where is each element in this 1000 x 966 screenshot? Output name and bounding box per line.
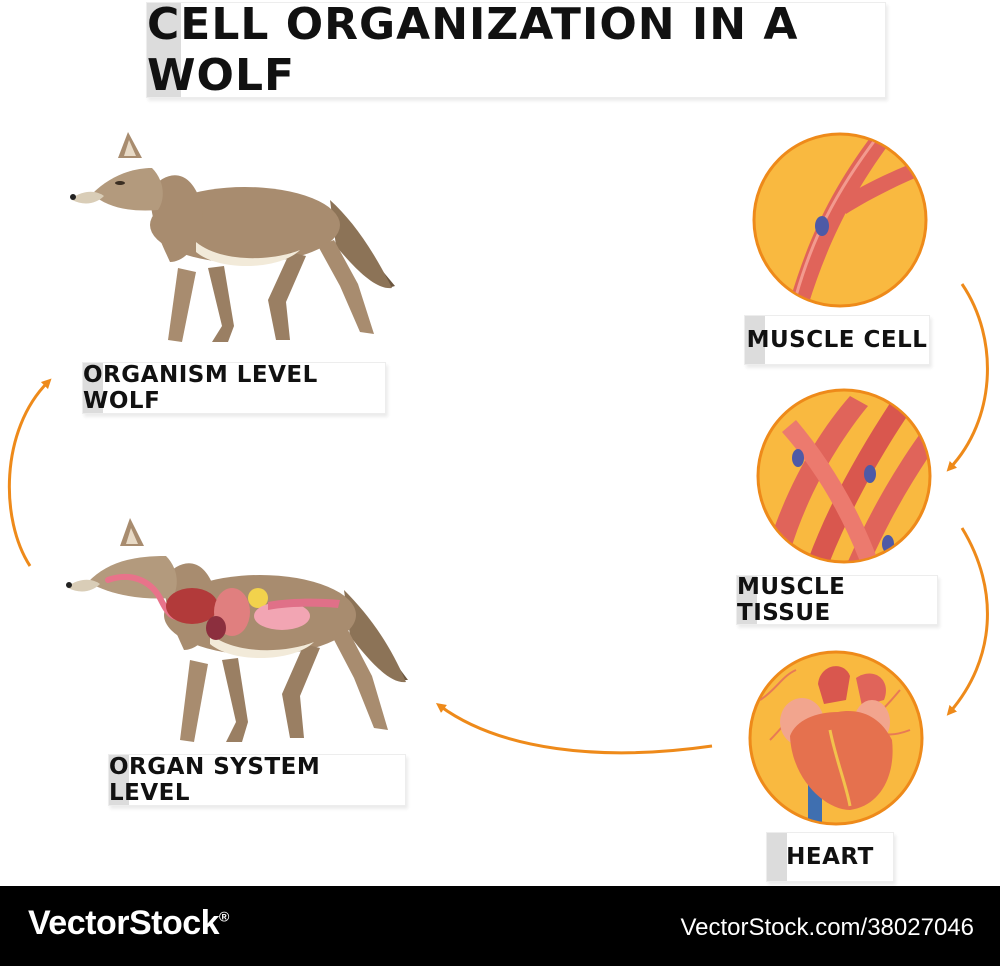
wolf-organ-system-icon	[66, 518, 408, 742]
flow-arrows	[7, 283, 989, 755]
image-id: VectorStock.com/38027046	[680, 914, 974, 941]
arrow-heart-to-organ-system	[435, 703, 713, 755]
label-muscle-tissue-text: MUSCLE TISSUE	[737, 574, 846, 626]
label-muscle-cell-text: MUSCLE CELL	[746, 327, 928, 353]
label-tab	[745, 316, 765, 364]
muscle-tissue-image	[756, 388, 932, 564]
heart-image	[748, 650, 924, 826]
label-heart-text: HEART	[786, 844, 874, 870]
diagram-canvas: CELL ORGANIZATION IN A WOLF ORGANISM LEV…	[7, 0, 989, 882]
arrow-organ-system-to-organism	[7, 378, 52, 567]
label-muscle-cell: MUSCLE CELL	[744, 315, 930, 365]
title-tab	[147, 3, 181, 97]
label-organ-system-level: ORGAN SYSTEM LEVEL	[108, 754, 406, 806]
label-organism-level: ORGANISM LEVEL WOLF	[82, 362, 386, 414]
label-tab	[737, 576, 757, 624]
brand-logo: VectorStock®	[28, 904, 229, 943]
muscle-cell-image	[752, 132, 928, 308]
watermark-footer: VectorStock® VectorStock.com/38027046	[0, 886, 1000, 966]
title-text: CELL ORGANIZATION IN A WOLF	[147, 0, 799, 101]
label-tab	[83, 363, 103, 413]
label-tab	[767, 833, 787, 881]
label-heart: HEART	[766, 832, 894, 882]
label-organ-system-level-text: ORGAN SYSTEM LEVEL	[109, 754, 321, 806]
label-muscle-tissue: MUSCLE TISSUE	[736, 574, 938, 626]
wolf-organism-icon	[70, 132, 395, 342]
diagram-title: CELL ORGANIZATION IN A WOLF	[146, 0, 886, 101]
arrow-tissue-to-heart	[946, 527, 989, 716]
wolf-organism-illustration	[70, 132, 395, 342]
label-tab	[109, 755, 129, 805]
brand-registered-mark: ®	[219, 908, 229, 925]
arrow-cell-to-tissue	[946, 283, 989, 472]
circle-illustrations	[748, 132, 932, 826]
wolf-organ-system-illustration	[66, 518, 408, 742]
brand-name: VectorStock	[28, 904, 220, 942]
label-organism-level-text: ORGANISM LEVEL WOLF	[83, 362, 318, 414]
